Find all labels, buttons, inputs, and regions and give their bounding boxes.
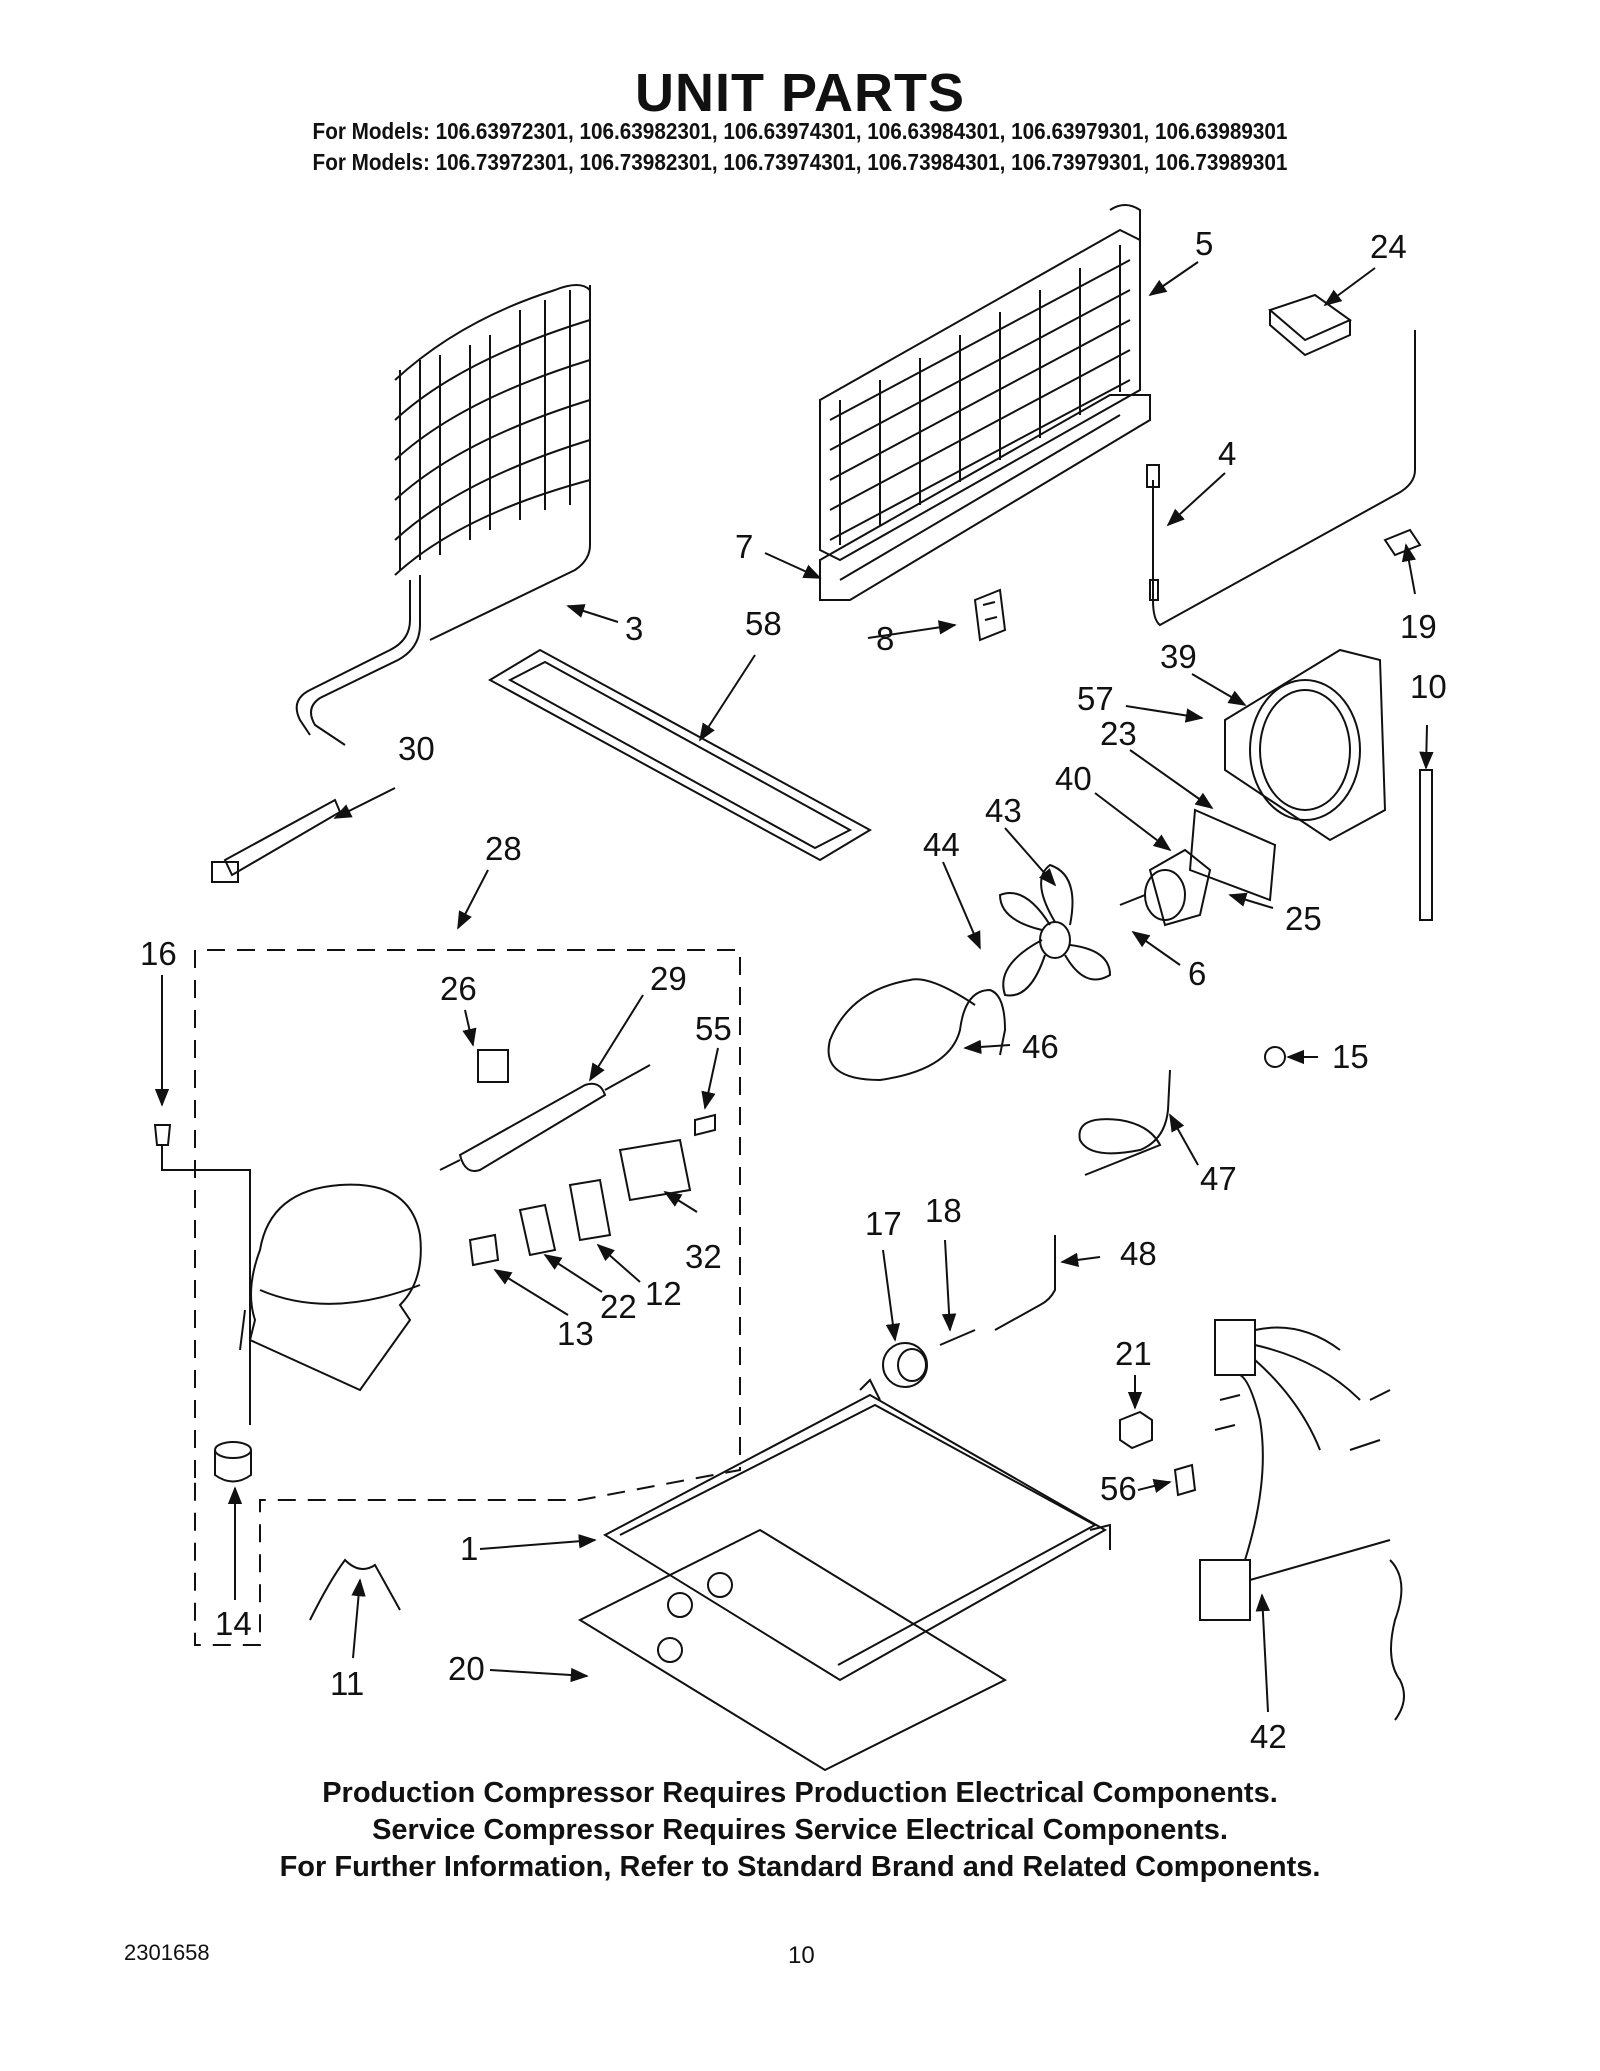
bracket-part-12 [568,1178,612,1242]
relay-part-22 [518,1203,557,1257]
note-line-2: Service Compressor Requires Service Elec… [372,1814,1228,1846]
callout-32: 32 [685,1238,722,1275]
screw-part-16 [153,1124,251,1425]
callout-26: 26 [440,970,477,1007]
callout-13: 13 [557,1315,594,1352]
callout-6: 6 [1188,955,1206,992]
connector-part-13 [468,1233,500,1267]
callout-43: 43 [985,792,1022,829]
callout-18: 18 [925,1192,962,1229]
callout-17: 17 [865,1205,902,1242]
models-line-1: For Models: 106.63972301, 106.63982301, … [312,118,1288,144]
cap-part-24 [1268,293,1353,357]
roller [882,1329,976,1388]
callout-48: 48 [1120,1235,1157,1272]
callout-20: 20 [448,1650,485,1687]
evaporator-tray [819,394,1151,601]
clip-part-11 [309,1558,401,1621]
compressor [239,1183,422,1392]
callout-46: 46 [1022,1028,1059,1065]
callout-12: 12 [645,1275,682,1312]
callout-4: 4 [1218,435,1236,472]
callout-16: 16 [140,935,177,972]
callout-28: 28 [485,830,522,867]
nut-part-21 [1119,1410,1153,1450]
callout-11: 11 [330,1665,364,1702]
callout-40: 40 [1055,760,1092,797]
callout-7: 7 [735,528,753,565]
callout-39: 39 [1160,638,1197,675]
callout-29: 29 [650,960,687,997]
clip-part-8 [973,588,1007,642]
callout-24: 24 [1370,228,1407,265]
drain-hose [827,978,1007,1082]
page-title: UNIT PARTS [635,63,965,123]
callout-8: 8 [876,620,894,657]
callout-5: 5 [1195,225,1213,262]
nut-part-15 [1264,1046,1286,1068]
page-number: 10 [788,1942,815,1969]
screw-part-55 [694,1113,716,1137]
document-number: 2301658 [124,1940,210,1965]
condenser-coil [295,284,591,746]
callout-55: 55 [695,1010,732,1047]
wire-harness [1199,1319,1405,1721]
bracket-plate [1188,808,1277,902]
drain-pan [487,648,873,862]
callout-15: 15 [1332,1038,1369,1075]
sensor-wire [1146,330,1422,627]
models-line-2: For Models: 106.73972301, 106.73982301, … [312,149,1288,175]
fan-motor [1119,848,1212,927]
overload-relay [439,1064,651,1172]
tube-part-48 [994,1235,1056,1331]
grommet [214,1441,252,1483]
note-line-1: Production Compressor Requires Productio… [322,1777,1278,1809]
capacitor-part-32 [618,1138,692,1202]
callout-14: 14 [215,1605,252,1642]
callout-57: 57 [1077,680,1114,717]
insulation-sheet [577,1528,1008,1772]
tube-part-47 [1078,1069,1171,1176]
callout-10: 10 [1410,668,1447,705]
callout-56: 56 [1100,1470,1137,1507]
callout-1: 1 [460,1530,478,1567]
base-tray [602,1378,1111,1682]
strip-part-10 [1419,769,1433,921]
tie-strap [211,798,342,883]
callout-42: 42 [1250,1718,1287,1755]
callout-21: 21 [1115,1335,1152,1372]
callout-22: 22 [600,1288,637,1325]
relay-part-26 [477,1049,509,1083]
callout-3: 3 [625,610,643,647]
callout-47: 47 [1200,1160,1237,1197]
fan-shroud [1224,648,1387,842]
callout-44: 44 [923,826,960,863]
screw-part-56 [1173,1463,1197,1497]
note-line-3: For Further Information, Refer to Standa… [279,1851,1321,1883]
callout-25: 25 [1285,900,1322,937]
callout-30: 30 [398,730,435,767]
evaporator [819,204,1141,562]
callout-58: 58 [745,605,782,642]
callout-19: 19 [1400,608,1437,645]
callout-23: 23 [1100,715,1137,752]
fan-blade [998,863,1112,997]
compressor-kit-boundary [194,949,741,1646]
